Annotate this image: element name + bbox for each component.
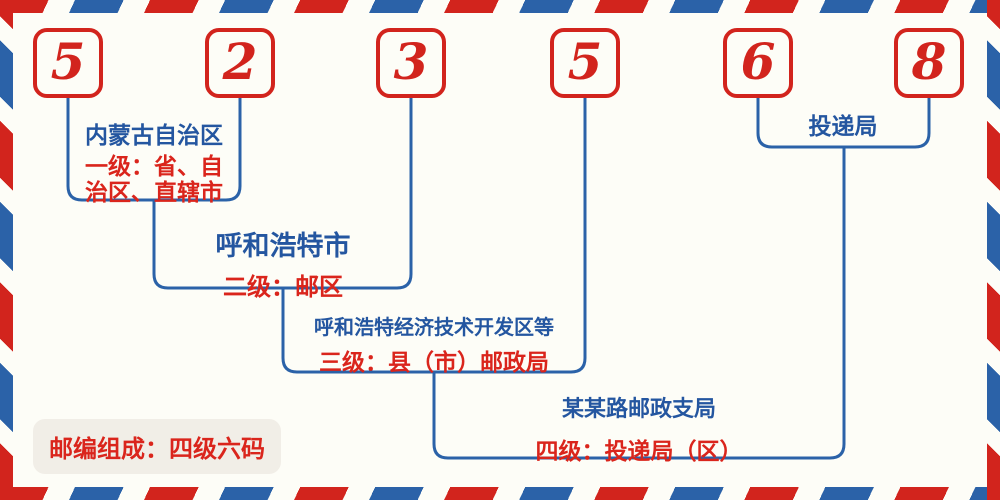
- label-delivery-office: 投递局: [809, 107, 878, 141]
- digit-2: 2: [222, 32, 258, 91]
- label-delivery-office-title: 投递局: [808, 113, 878, 139]
- composition-badge: 邮编组成：四级六码: [33, 419, 281, 474]
- label-level1-title: 内蒙古自治区: [85, 122, 223, 148]
- digit-box-6: 8: [894, 28, 964, 98]
- label-level3: 呼和浩特经济技术开发区等 三级：县（市）邮政局: [314, 311, 554, 377]
- digit-box-1: 5: [33, 28, 103, 98]
- label-level4-subtitle: 四级：投递局（区）: [535, 438, 743, 464]
- connector-bracket-level4: [432, 147, 846, 460]
- digit-box-3: 3: [376, 28, 446, 98]
- digit-3: 3: [393, 32, 429, 91]
- digit-box-2: 2: [205, 28, 275, 98]
- digit-box-5: 6: [723, 28, 793, 98]
- label-level1-subtitle-line1: 一级：省、自: [85, 153, 223, 179]
- label-level3-title: 呼和浩特经济技术开发区等: [314, 317, 554, 339]
- label-level1-subtitle-line2: 治区、直辖市: [85, 179, 223, 205]
- digit-box-4: 5: [550, 28, 620, 98]
- label-level4-title: 某某路邮政支局: [561, 396, 716, 421]
- connector-bracket-delivery: [756, 98, 931, 149]
- label-level2: 呼和浩特市 二级：邮区: [216, 224, 351, 302]
- label-level2-title: 呼和浩特市: [215, 231, 351, 261]
- label-level2-subtitle: 二级：邮区: [223, 274, 343, 301]
- label-level1-subtitle: 一级：省、自 治区、直辖市: [85, 153, 223, 205]
- digit-4: 5: [567, 32, 603, 91]
- label-level4: 某某路邮政支局 四级：投递局（区）: [536, 391, 743, 466]
- digit-5: 6: [740, 32, 776, 91]
- label-level3-subtitle: 三级：县（市）邮政局: [319, 349, 549, 375]
- label-level1: 内蒙古自治区 一级：省、自 治区、直辖市: [85, 116, 223, 205]
- digit-6: 8: [911, 32, 947, 91]
- digit-1: 5: [50, 32, 86, 91]
